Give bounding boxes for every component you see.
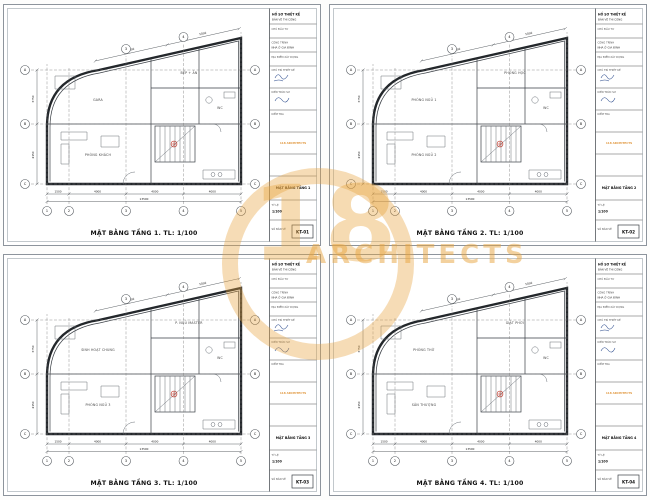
room-labels: GARA PHÒNG KHÁCH BẾP + ĂN WC [85, 69, 223, 157]
room-label: GARA [93, 98, 103, 102]
room-labels: PHÒNG NGỦ 1 PHÒNG NGỦ 2 PHÒNG HỌC WC [411, 70, 549, 157]
room-label: BẾP + ĂN [181, 69, 198, 75]
room-label: PHÒNG NGỦ 3 [85, 402, 110, 407]
drawing-name: MẶT BẰNG TẦNG 1 [276, 185, 311, 190]
room-label: PHÒNG THỜ [413, 347, 435, 352]
sheet-number: KT-04 [622, 480, 635, 485]
sheet-floor-2: PHÒNG NGỦ 1 PHÒNG NGỦ 2 PHÒNG HỌC WC MẶT… [329, 4, 647, 246]
room-label: PHÒNG HỌC [504, 70, 526, 75]
floor-plan-drawing-1: HỒ SƠ THIẾT KẾ BẢN VẼ THI CÔNG CHỦ ĐẦU T… [3, 4, 321, 246]
floor-plan-drawing-3: SINH HOẠT CHUNG PHÒNG NGỦ 3 P. NGỦ MASTE… [3, 254, 321, 496]
floor-plan-drawing-4: PHÒNG THỜ SÂN THƯỢNG GIẶT PHƠI WC MẶT BẰ… [329, 254, 647, 496]
sheet-number: KT-02 [622, 230, 635, 235]
sheet-floor-4: PHÒNG THỜ SÂN THƯỢNG GIẶT PHƠI WC MẶT BẰ… [329, 254, 647, 496]
room-label: WC [217, 106, 223, 110]
floor-plan-drawing-2: PHÒNG NGỦ 1 PHÒNG NGỦ 2 PHÒNG HỌC WC MẶT… [329, 4, 647, 246]
room-label: P. NGỦ MASTER [175, 320, 203, 325]
sheet-floor-3: SINH HOẠT CHUNG PHÒNG NGỦ 3 P. NGỦ MASTE… [3, 254, 321, 496]
sheet-caption: MẶT BẰNG TẦNG 1. TL: 1/100 [91, 227, 198, 237]
room-label: PHÒNG NGỦ 1 [411, 97, 436, 102]
sheet-caption: MẶT BẰNG TẦNG 2. TL: 1/100 [417, 227, 524, 237]
drawing-name: MẶT BẰNG TẦNG 3 [276, 435, 311, 440]
sheet-number: KT-01 [296, 230, 309, 235]
room-label: PHÒNG KHÁCH [85, 152, 112, 157]
room-label: WC [217, 356, 223, 360]
sheet-floor-1: HỒ SƠ THIẾT KẾ BẢN VẼ THI CÔNG CHỦ ĐẦU T… [3, 4, 321, 246]
room-label: WC [543, 106, 549, 110]
room-label: GIẶT PHƠI [506, 320, 525, 325]
room-label: WC [543, 356, 549, 360]
drawing-name: MẶT BẰNG TẦNG 4 [602, 435, 637, 440]
drawing-name: MẶT BẰNG TẦNG 2 [602, 185, 637, 190]
room-labels: PHÒNG THỜ SÂN THƯỢNG GIẶT PHƠI WC [412, 320, 550, 407]
room-label: PHÒNG NGỦ 2 [411, 152, 436, 157]
room-label: SINH HOẠT CHUNG [81, 348, 115, 352]
sheet-caption: MẶT BẰNG TẦNG 4. TL: 1/100 [417, 477, 524, 487]
room-labels: SINH HOẠT CHUNG PHÒNG NGỦ 3 P. NGỦ MASTE… [81, 320, 223, 407]
sheet-number: KT-03 [296, 480, 309, 485]
room-label: SÂN THƯỢNG [412, 402, 437, 407]
sheet-caption: MẶT BẰNG TẦNG 3. TL: 1/100 [91, 477, 198, 487]
